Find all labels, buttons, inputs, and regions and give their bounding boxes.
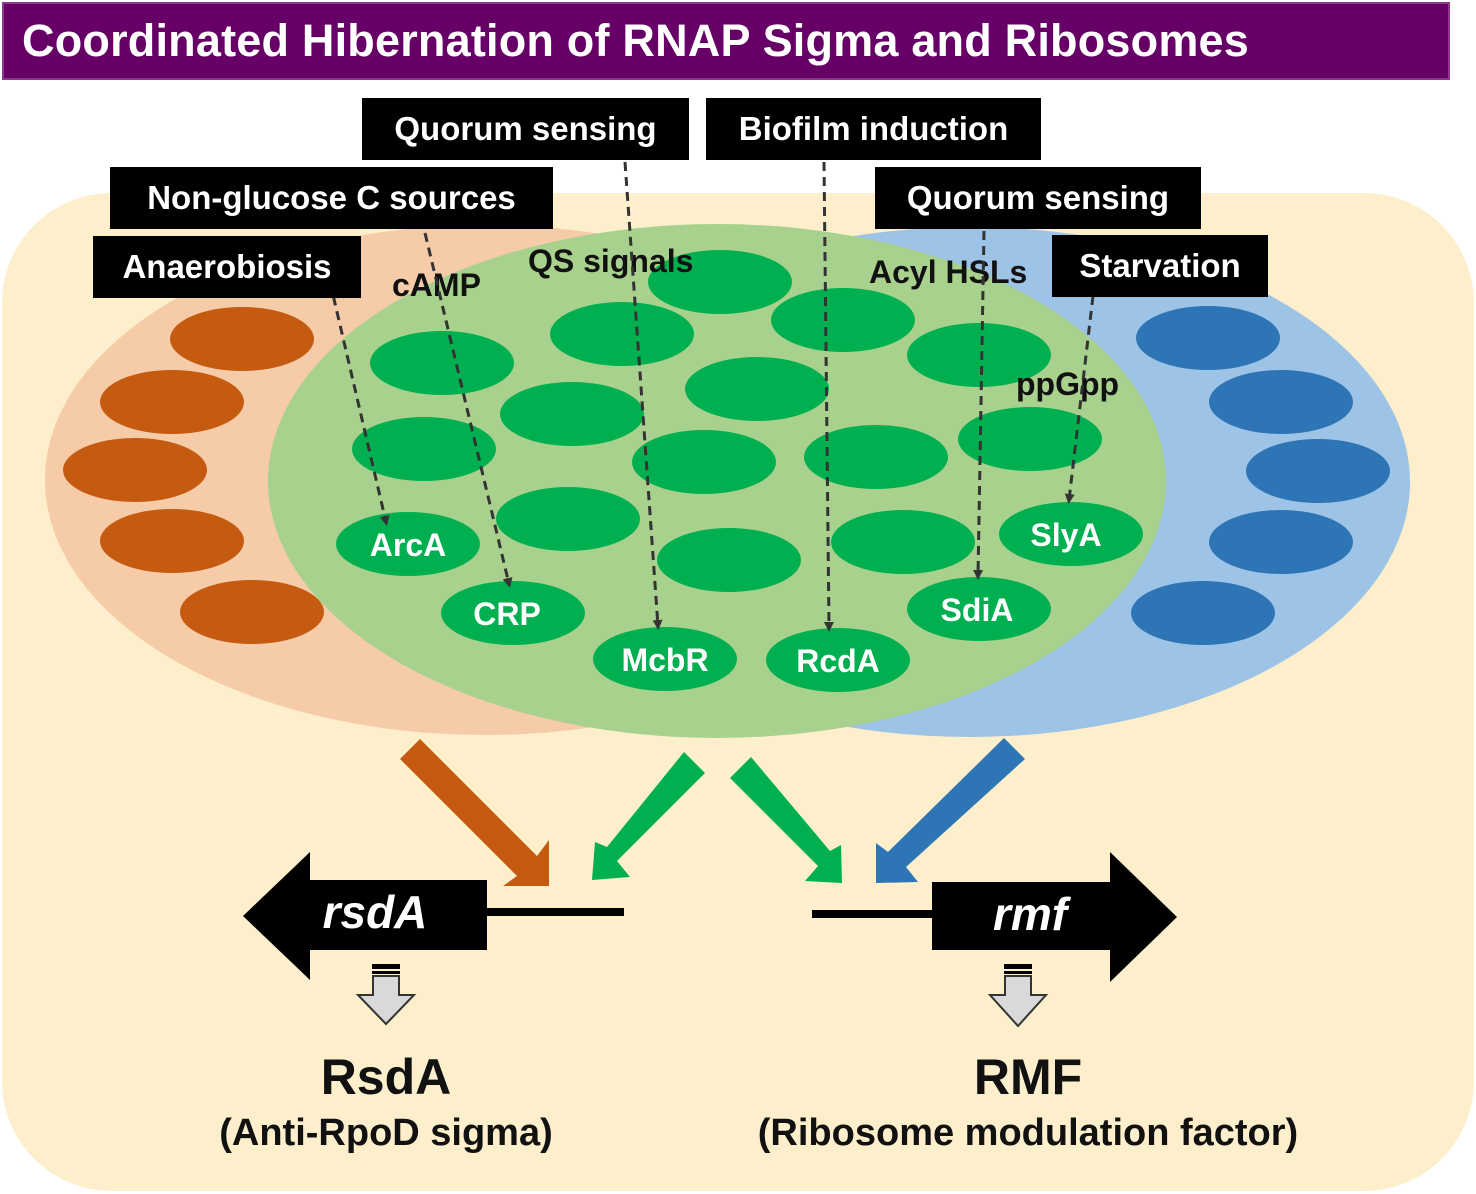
mediators: cAMP QS signals Acyl HSLs ppGpp <box>392 243 1119 402</box>
tf-to-rsda-arrow <box>592 752 705 880</box>
translation-stripe <box>1004 971 1032 974</box>
sigma-factors <box>63 307 324 644</box>
signal-starvation: Starvation <box>1052 235 1268 297</box>
arrow-quorum-sdia <box>973 230 986 580</box>
mediator-ppgpp: ppGpp <box>1016 366 1119 402</box>
mediator-acyl-hsls: Acyl HSLs <box>869 254 1027 290</box>
translation-stripe <box>1004 964 1032 969</box>
tf-ellipse <box>550 302 694 366</box>
tf-ellipse <box>496 487 640 551</box>
tf-ellipses <box>352 250 1102 592</box>
tf-ellipse <box>831 510 975 574</box>
tf-ellipse <box>771 288 915 352</box>
tf-arca-ellipse <box>336 512 480 576</box>
arrow-anaerobiosis-arca <box>328 281 390 526</box>
rsda-gene-arrow <box>243 852 487 980</box>
arrow-carbon-crp <box>423 232 513 588</box>
sigma-ellipse <box>100 509 244 573</box>
tf-rcda-label: RcdA <box>796 643 880 679</box>
sigma-to-rsda-arrow <box>400 739 549 886</box>
translation-stripe <box>372 971 400 974</box>
ribosome-ellipse <box>1209 370 1353 434</box>
tf-sdia-label: SdiA <box>941 592 1014 628</box>
gene-rsda: rsdA <box>243 852 624 980</box>
rsda-gene-label: rsdA <box>323 886 428 938</box>
tf-ellipse <box>804 425 948 489</box>
arrow-starvation-slya <box>1064 295 1095 504</box>
ribosome-ellipse <box>1136 306 1280 370</box>
ribosomes <box>1131 306 1390 645</box>
tf-ellipse <box>500 382 644 446</box>
tf-ellipse <box>685 357 829 421</box>
tf-slya-label: SlyA <box>1030 517 1101 553</box>
tf-ellipse <box>907 323 1051 387</box>
sigma-ellipse <box>170 307 314 371</box>
tf-crp-ellipse <box>441 581 585 645</box>
translation-stripe <box>372 964 400 969</box>
signal-non-glucose-carbon: Non-glucose C sources <box>110 167 553 229</box>
product-rsda-name: RsdA <box>321 1049 452 1105</box>
product-rmf-desc: (Ribosome modulation factor) <box>758 1112 1298 1154</box>
tf-arca-label: ArcA <box>370 527 446 563</box>
page-title: Coordinated Hibernation of RNAP Sigma an… <box>22 15 1249 66</box>
signal-quorum-sensing-left: Quorum sensing <box>362 98 689 160</box>
arrow-quorum-mcbr <box>623 161 663 630</box>
sigma-ellipse <box>100 370 244 434</box>
tf-rcda-ellipse <box>766 628 910 692</box>
arrow-biofilm-rcda <box>822 161 834 632</box>
tf-ellipse <box>648 250 792 314</box>
translation-arrow-body <box>355 975 417 1026</box>
signal-anaerobiosis: Anaerobiosis <box>93 236 361 298</box>
regulatory-arrows <box>400 738 1025 886</box>
rmf-gene-label: rmf <box>993 888 1072 940</box>
product-rsda-desc: (Anti-RpoD sigma) <box>219 1112 553 1154</box>
mediator-qs-signals: QS signals <box>528 243 693 279</box>
ribosome-ellipse <box>1246 439 1390 503</box>
tf-ellipse <box>958 407 1102 471</box>
tf-mcbr-label: McbR <box>621 642 708 678</box>
gene-rmf: rmf <box>812 852 1177 982</box>
translation-arrow-rmf <box>987 964 1049 1028</box>
tf-ellipse <box>370 331 514 395</box>
translation-arrow-rsda <box>355 964 417 1026</box>
rmf-gene-arrow <box>932 852 1177 982</box>
tf-ellipse <box>657 528 801 592</box>
tf-ellipse <box>352 417 496 481</box>
ribosome-ellipse <box>1209 510 1353 574</box>
ribosome-ellipse <box>1131 581 1275 645</box>
tf-mcbr-ellipse <box>593 627 737 691</box>
ribosome-to-rmf-arrow <box>876 738 1025 883</box>
signal-quorum-sensing-right: Quorum sensing <box>875 167 1201 229</box>
tf-ellipse <box>632 430 776 494</box>
title-bar: Coordinated Hibernation of RNAP Sigma an… <box>2 2 1450 80</box>
tf-sdia-ellipse <box>907 577 1051 641</box>
tf-crp-label: CRP <box>473 596 541 632</box>
sigma-ellipse <box>180 580 324 644</box>
tf-to-rmf-arrow <box>730 757 842 883</box>
products: RsdA (Anti-RpoD sigma) RMF (Ribosome mod… <box>219 1049 1298 1154</box>
tf-slya-ellipse <box>999 502 1143 566</box>
product-rmf-name: RMF <box>974 1049 1082 1105</box>
sigma-ellipse <box>63 438 207 502</box>
signal-biofilm-induction: Biofilm induction <box>706 98 1041 160</box>
signal-arrows <box>328 161 1095 632</box>
labeled-tfs: ArcA CRP McbR RcdA SdiA SlyA <box>336 502 1143 692</box>
translation-arrow-body <box>987 975 1049 1028</box>
